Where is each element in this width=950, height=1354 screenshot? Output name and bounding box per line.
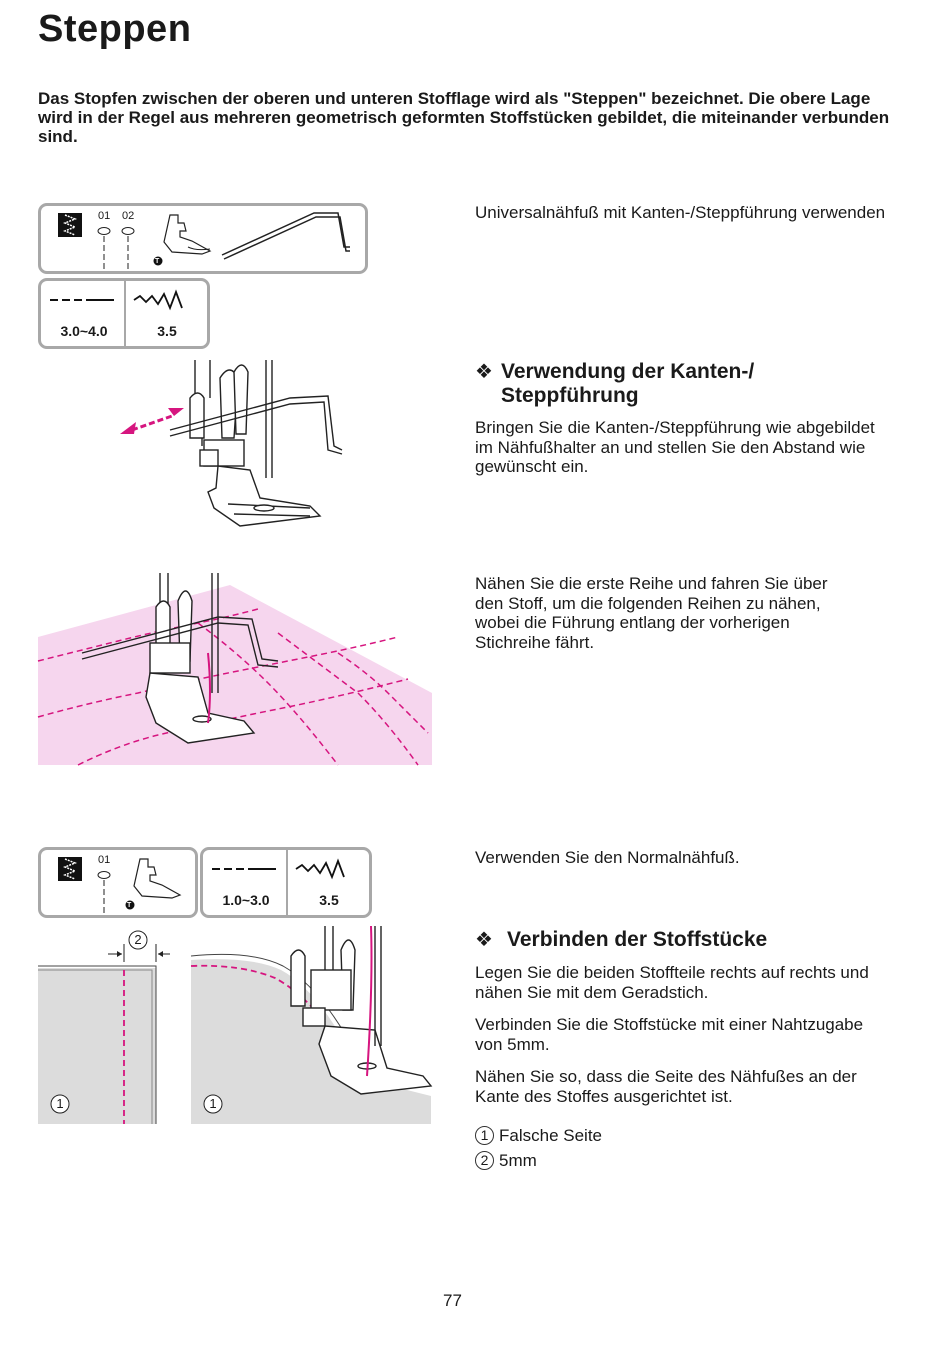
stitch-length-value: 3.0~4.0 (60, 323, 108, 339)
stitch-pattern-icon (58, 213, 135, 269)
callout-1-label: 1 (56, 1096, 64, 1111)
joining-pieces-illustration (190, 925, 433, 1124)
length-width-panel: 3.0~4.0 3.5 (38, 278, 210, 349)
stitch-width-icon (133, 289, 183, 311)
stitch-selection-panel-2: 01 T (38, 847, 198, 918)
stitch-number-02: 02 (122, 210, 135, 222)
page-title: Steppen (38, 8, 192, 50)
join-paragraph-3: Nähen Sie so, dass die Seite des Nähfuße… (475, 1067, 857, 1106)
legend-label: Falsche Seite (499, 1126, 602, 1145)
guide-paragraph-2: Nähen Sie die erste Reihe und fahren Sie… (475, 574, 828, 652)
legend: 1 Falsche Seite 2 5mm (475, 1126, 775, 1175)
stitch-pattern-icon-2 (58, 857, 182, 913)
join-heading: ❖ Verbinden der Stoffstücke (475, 928, 895, 952)
stitch-length-icon-2 (212, 858, 345, 880)
panel-divider-2 (286, 850, 288, 915)
stitch-width-value-2: 3.5 (319, 892, 339, 908)
join-paragraph-1: Legen Sie die beiden Stoffteile rechts a… (475, 963, 869, 1002)
quilting-rows-illustration (37, 573, 432, 766)
intro-paragraph: Das Stopfen zwischen der oberen und unte… (38, 89, 890, 146)
join-heading-text: Verbinden der Stoffstücke (507, 928, 768, 951)
legend-number: 2 (475, 1150, 494, 1170)
diamond-bullet-icon: ❖ (475, 361, 493, 383)
guide-paragraph-1: Bringen Sie die Kanten-/Steppführung wie… (475, 418, 875, 476)
panel-divider (124, 281, 126, 346)
stitch-width-value: 3.5 (157, 323, 177, 339)
stitch-number-01-b: 01 (98, 854, 111, 866)
diamond-bullet-icon-2: ❖ (475, 929, 493, 951)
stitch-number-01: 01 (98, 210, 111, 222)
guide-heading: ❖ Verwendung der Kanten-/ Steppführung (475, 360, 895, 408)
guide-heading-line2: Steppführung (501, 384, 639, 407)
legend-item: 2 5mm (475, 1151, 775, 1171)
page-number: 77 (443, 1291, 462, 1310)
legend-label: 5mm (499, 1150, 537, 1170)
foot-badge-2: T (127, 902, 132, 909)
guide-heading-line1: Verwendung der Kanten-/ (501, 360, 755, 383)
stitch-selection-panel: 01 02 T (38, 203, 368, 274)
callout-1-label-b: 1 (209, 1096, 217, 1111)
foot-badge: T (155, 258, 160, 265)
edge-guide-foot-illustration (120, 360, 343, 527)
stitch-length-value-2: 1.0~3.0 (222, 892, 270, 908)
presser-foot-icon (153, 214, 212, 266)
edge-guide-icon (221, 212, 350, 260)
length-width-panel-2: 1.0~3.0 3.5 (200, 847, 372, 918)
callout-2-label: 2 (134, 932, 142, 947)
stitch-length-icon (50, 299, 114, 301)
join-paragraphs: Legen Sie die beiden Stoffteile rechts a… (475, 963, 875, 1119)
legend-number: 1 (475, 1126, 494, 1146)
join-paragraph-2: Verbinden Sie die Stoffstücke mit einer … (475, 1015, 864, 1054)
guide-foot-instruction: Universalnähfuß mit Kanten-/Steppführung… (475, 203, 886, 222)
join-foot-instruction: Verwenden Sie den Normalnähfuß. (475, 848, 740, 867)
seam-allowance-illustration (38, 930, 170, 1124)
legend-item: 1 Falsche Seite (475, 1126, 775, 1146)
